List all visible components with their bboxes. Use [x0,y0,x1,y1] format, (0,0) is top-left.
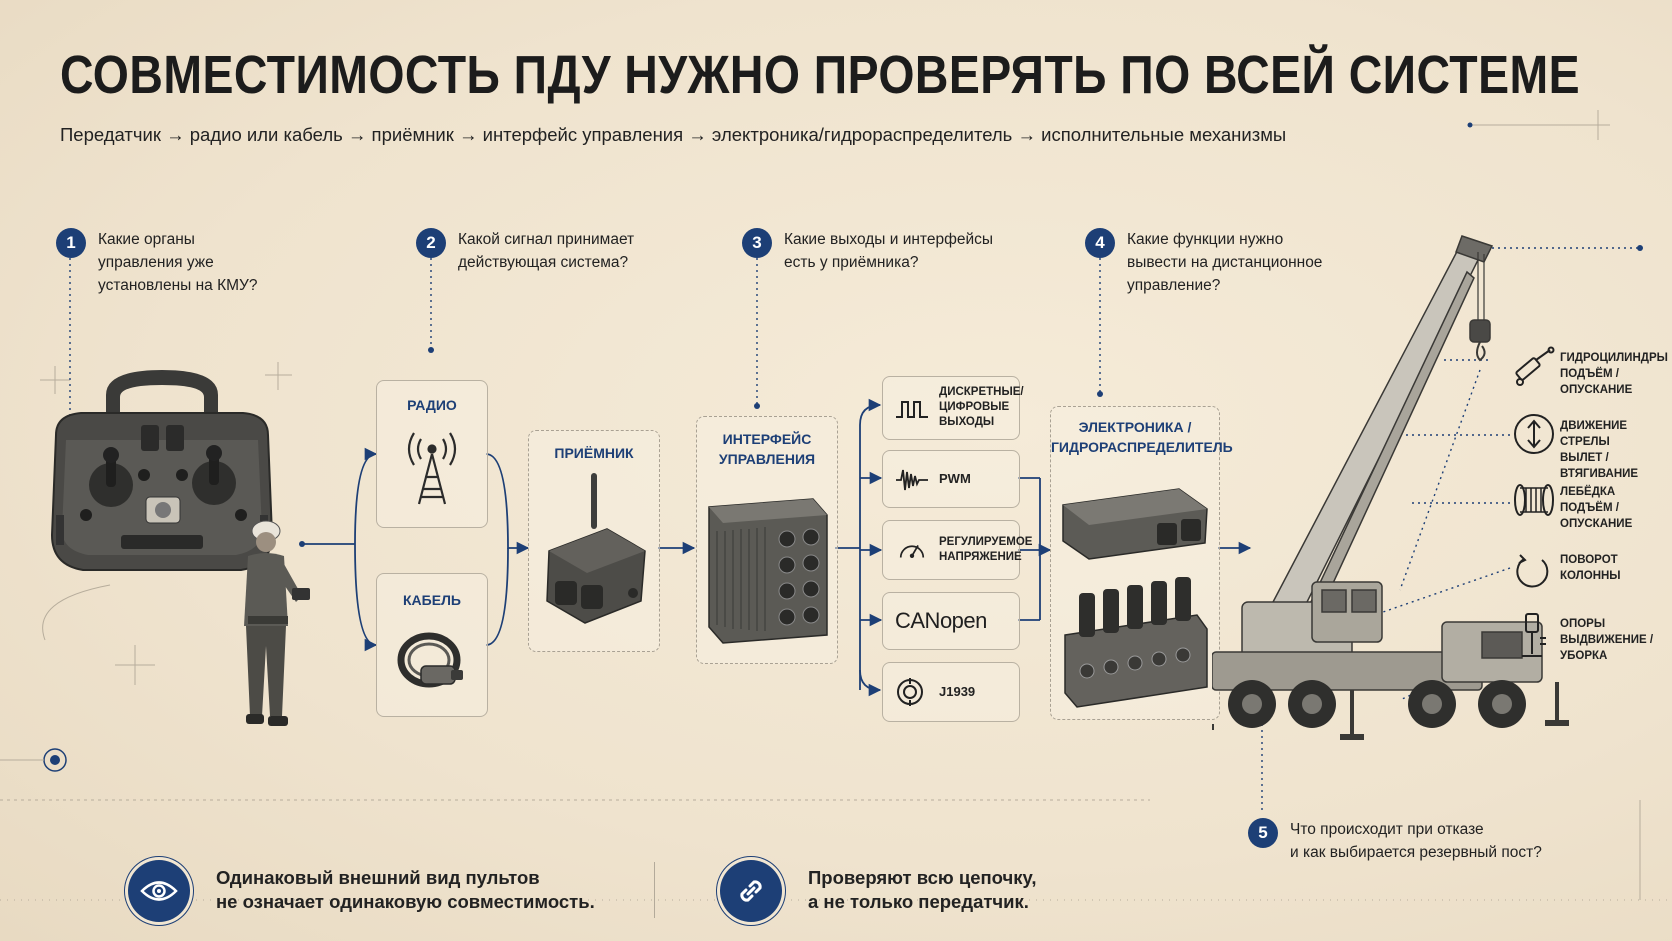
function-outriggers-label: ОПОРЫ ВЫДВИЖЕНИЕ / УБОРКА [1560,618,1654,662]
question-4: 4 Какие функции нужно вывести на дистанц… [1085,228,1322,297]
receiver-label: ПРИЁМНИК [554,445,634,461]
ecu-controller-illustration [1062,488,1208,560]
cable-box: КАБЕЛЬ [376,573,488,717]
gauge-icon [899,544,925,558]
question-number-badge: 4 [1085,228,1115,258]
question-3: 3 Какие выходы и интерфейсы есть у приём… [742,228,993,274]
page-title: СОВМЕСТИМОСТЬ ПДУ НУЖНО ПРОВЕРЯТЬ ПО ВСЕ… [60,45,1581,105]
canopen-logo: CANopen [895,608,987,633]
question-number-badge: 3 [742,228,772,258]
question-text: Какой сигнал принимает действующая систе… [458,231,635,271]
electronics-box: ЭЛЕКТРОНИКА / ГИДРОРАСПРЕДЕЛИТЕЛЬ [1050,406,1233,720]
truck-crane-illustration [1212,235,1569,740]
square-wave-icon [896,401,928,418]
question-number-badge: 2 [416,228,446,258]
rotation-icon [1516,554,1549,588]
hydraulic-cylinder-icon [1515,346,1555,386]
operator-figure-illustration [244,520,310,726]
interface-label: ИНТЕРФЕЙС УПРАВЛЕНИЯ [718,431,816,467]
signal-j1939-box: J1939 [882,662,1020,722]
electronics-label: ЭЛЕКТРОНИКА / ГИДРОРАСПРЕДЕЛИТЕЛЬ [1051,419,1233,455]
radio-tower-icon [407,432,457,505]
footer-divider [654,862,655,918]
receiver-unit-illustration [546,473,646,624]
signal-pwm-label: PWM [939,471,971,486]
signal-canopen-box: CANopen [882,592,1020,650]
question-1: 1 Какие органы управления уже установлен… [56,228,258,297]
question-text: Что происходит при отказе и как выбирает… [1290,821,1542,861]
signal-voltage-box: РЕГУЛИРУЕМОЕ НАПРЯЖЕНИЕ [882,520,1032,580]
function-winch-label: ЛЕБЁДКА ПОДЪЁМ / ОПУСКАНИЕ [1560,486,1633,530]
pulse-wave-icon [896,469,928,491]
radio-box: РАДИО [376,380,488,528]
question-text: Какие выходы и интерфейсы есть у приёмни… [784,231,994,271]
cable-coil-icon [397,632,463,688]
question-text: Какие органы управления уже установлены … [98,231,258,294]
signal-voltage-label: РЕГУЛИРУЕМОЕ НАПРЯЖЕНИЕ [939,536,1033,563]
function-rotation-label: ПОВОРОТ КОЛОННЫ [1560,554,1621,582]
question-2: 2 Какой сигнал принимает действующая сис… [416,228,634,274]
function-cylinders-label: ГИДРОЦИЛИНДРЫ ПОДЪЁМ / ОПУСКАНИЕ [1560,352,1668,396]
j1939-icon [897,678,923,706]
outrigger-icon [1522,613,1546,657]
page-subtitle: Передатчик → радио или кабель → приёмник… [60,124,1287,145]
signal-discrete-label: ДИСКРЕТНЫЕ/ ЦИФРОВЫЕ ВЫХОДЫ [939,386,1024,428]
eye-icon [128,860,190,922]
interface-module-illustration [708,498,828,644]
signal-discrete-box: ДИСКРЕТНЫЕ/ ЦИФРОВЫЕ ВЫХОДЫ [882,376,1024,440]
winch-drum-icon [1514,484,1554,516]
cable-label: КАБЕЛЬ [403,592,461,608]
chain-link-icon [720,860,782,922]
function-boom-label: ДВИЖЕНИЕ СТРЕЛЫ ВЫЛЕТ / ВТЯГИВАНИЕ [1560,420,1639,480]
hydraulic-valve-block-illustration [1064,577,1208,708]
question-number-badge: 5 [1248,818,1278,848]
note-appearance: Одинаковый внешний вид пультов не означа… [216,867,595,912]
note-chain: Проверяют всю цепочку, а не только перед… [808,867,1037,912]
signal-pwm-box: PWM [882,450,1020,508]
question-number-badge: 1 [56,228,86,258]
interface-box: ИНТЕРФЕЙС УПРАВЛЕНИЯ [696,416,838,664]
receiver-box: ПРИЁМНИК [528,430,660,652]
radio-label: РАДИО [407,397,457,413]
question-text: Какие функции нужно вывести на дистанцио… [1127,231,1323,294]
up-down-arrows-icon [1514,414,1554,454]
question-5: 5 Что происходит при отказе и как выбира… [1248,818,1542,864]
signal-j1939-label: J1939 [939,684,976,699]
